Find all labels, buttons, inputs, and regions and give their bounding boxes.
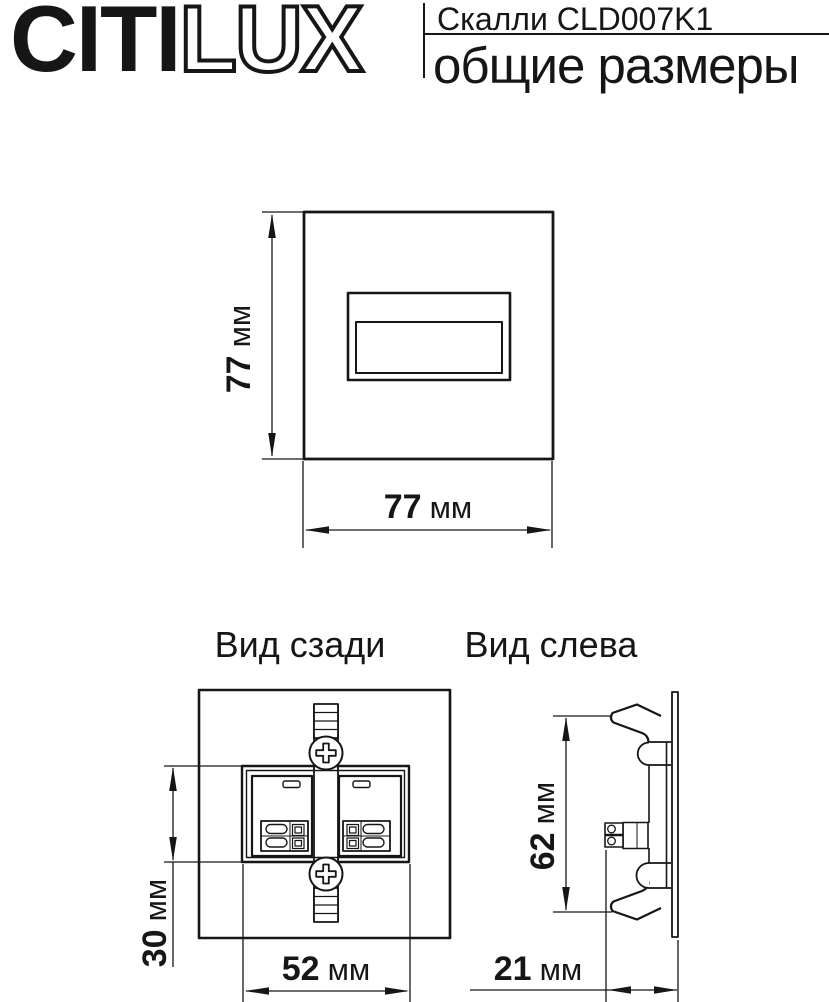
left-view-drawing	[470, 691, 679, 1002]
phillips-cross-icon	[315, 742, 337, 764]
rear-width-extension-lines	[242, 864, 411, 1002]
left-height-extension-lines	[553, 715, 612, 913]
left-height-arrow-down	[562, 887, 570, 911]
left-terminal-housing	[622, 821, 649, 850]
logo-lux-text: LUX	[178, 0, 366, 91]
terminal-wire-slot	[265, 823, 288, 835]
left-view-label: Вид слева	[464, 624, 638, 665]
left-top-spring-clip	[609, 703, 662, 743]
left-terminal-block	[260, 820, 309, 852]
terminal-contacts	[346, 823, 360, 850]
front-width-extension-lines	[302, 461, 553, 548]
terminal-contacts	[291, 823, 305, 850]
left-top-bump	[636, 741, 650, 766]
dim-value: 77	[383, 488, 422, 526]
front-height-arrow-down	[268, 433, 276, 457]
left-top-block	[649, 741, 671, 766]
left-height-arrow-up	[562, 717, 570, 741]
rear-left-module	[250, 774, 314, 858]
strap-hatch-bottom-lines	[314, 895, 338, 915]
rear-height-arrow-up	[169, 767, 177, 791]
rear-width-arrow-left	[245, 987, 269, 995]
front-height-arrow-up	[268, 214, 276, 238]
terminal-screw-hole	[607, 836, 616, 846]
rear-width-arrow-right	[385, 987, 409, 995]
front-window-outer	[346, 291, 512, 382]
dim-unit: мм	[429, 490, 473, 525]
dim-unit: мм	[327, 952, 371, 987]
dim-value: 21	[493, 950, 532, 988]
logo-citi-text: CITI	[10, 0, 182, 91]
left-mounting-plate	[671, 691, 679, 938]
mounting-screw-bottom	[308, 856, 344, 892]
rear-right-module	[337, 774, 403, 858]
rear-view-label: Вид сзади	[214, 624, 386, 665]
front-panel-outline	[302, 210, 555, 461]
strap-hatch-top-lines	[314, 711, 338, 731]
left-bottom-bump	[635, 862, 650, 889]
product-name: Скалли CLD007K1	[437, 1, 714, 37]
left-body-column	[648, 742, 668, 888]
front-width-arrow-right	[527, 526, 551, 534]
terminal-wire-slot	[362, 823, 385, 835]
mounting-screw-top	[308, 735, 344, 771]
rear-height-arrow-down	[169, 837, 177, 861]
phillips-cross-icon	[315, 863, 337, 885]
left-width-arrow-right	[654, 986, 677, 994]
page-title: общие размеры	[433, 37, 800, 94]
left-terminal-connector	[604, 834, 624, 848]
left-width-extension-lines	[605, 850, 679, 1002]
citilux-logo: CITILUX	[10, 0, 366, 88]
rear-panel-outline	[197, 688, 452, 940]
terminal-wire-slot	[362, 837, 385, 848]
right-terminal-block	[342, 820, 391, 852]
rear-view-drawing	[164, 688, 452, 1002]
front-window-inner	[355, 321, 503, 374]
dim-value: 52	[281, 950, 320, 988]
terminal-screw-hole	[607, 824, 616, 834]
dim-unit: мм	[539, 952, 583, 987]
left-width-arrow-left	[608, 986, 631, 994]
header-horizontal-divider	[423, 33, 829, 35]
rear-height-extension-lines	[164, 765, 242, 863]
left-bottom-block	[649, 862, 671, 889]
front-height-extension-lines	[262, 211, 303, 460]
left-terminal-connector	[604, 822, 624, 836]
rear-right-module-slot	[352, 780, 371, 789]
front-view-drawing	[262, 210, 555, 548]
front-width-arrow-left	[305, 526, 329, 534]
header-vertical-divider	[423, 3, 425, 78]
rear-left-module-slot	[282, 780, 301, 789]
terminal-wire-slot	[265, 837, 288, 848]
